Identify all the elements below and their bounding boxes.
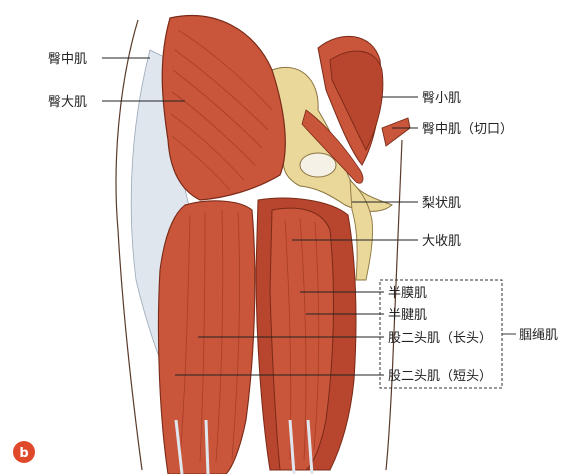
label-biceps-short: 股二头肌（短头） [388,369,492,384]
biceps-fibers [179,209,240,463]
gluteus-maximus-fibers [170,29,273,191]
figure-badge-letter: b [19,446,28,461]
biceps-femoris-muscle [157,200,256,474]
obturator-foramen [299,152,337,178]
label-hamstrings: 腘绳肌 [519,328,558,343]
thigh-outline [115,19,143,471]
figure-badge [13,441,35,463]
label-gluteus-minimus: 臀小肌 [422,91,461,106]
gluteus-maximus-muscle [161,15,286,201]
knee-tendons [174,419,314,474]
gluteus-minimus-muscle [329,50,384,152]
label-semimembranosus: 半膜肌 [388,286,427,301]
leader-lines [102,57,516,376]
hamstrings-bracket [379,279,503,389]
label-biceps-long: 股二头肌（长头） [388,331,492,346]
label-gluteus-maximus: 臀大肌 [48,95,87,110]
label-semitendinosus: 半腱肌 [388,308,427,323]
label-adductor-magnus: 大收肌 [422,234,461,249]
label-piriformis: 梨状肌 [422,196,461,211]
femur-head [349,178,373,281]
thigh-outline-right [385,139,403,471]
piriformis-muscle [301,109,364,184]
gluteus-medius-stump [381,117,411,147]
label-gluteus-medius-cut: 臀中肌（切口） [422,122,513,137]
label-gluteus-medius: 臀中肌 [48,52,87,67]
